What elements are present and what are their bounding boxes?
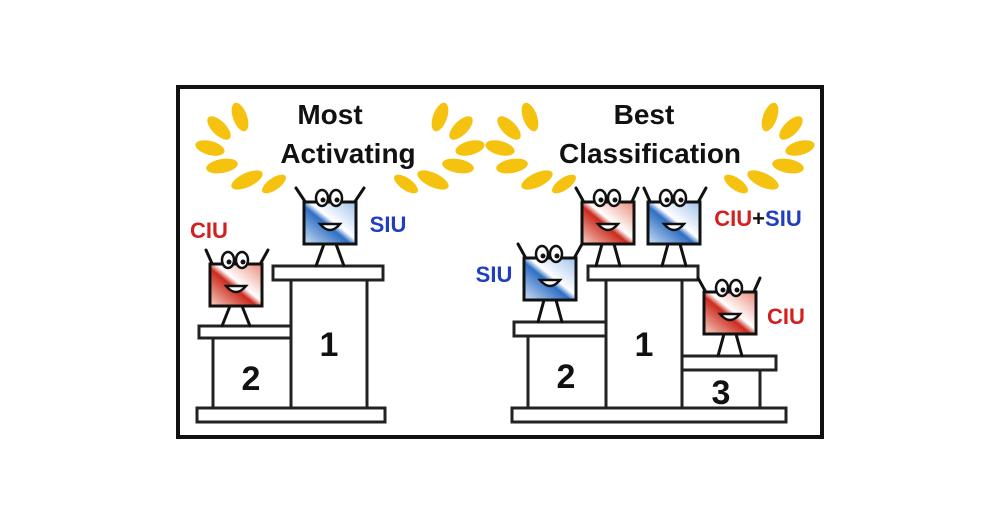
- rank-2-label: 2: [242, 360, 261, 398]
- laurel-icon: [485, 102, 576, 194]
- mascot-icon: [574, 186, 640, 268]
- winner-label-part: CIU: [714, 206, 752, 231]
- panel-title-line-2: Classification: [559, 138, 741, 169]
- panel-best-classification: Best Classification 1 2 3: [476, 99, 815, 424]
- rank-1-label: 1: [320, 326, 339, 364]
- rank-2-label: 2: [557, 358, 576, 396]
- winner-label-siu: SIU: [370, 212, 407, 237]
- panel-most-activating: Most Activating 1 2 SIU: [190, 99, 485, 424]
- winner-label-siu: SIU: [476, 262, 513, 287]
- panel-title-line-1: Most: [297, 99, 362, 130]
- podium: [195, 264, 387, 424]
- winner-label-part: SIU: [765, 206, 802, 231]
- mascot-icon: [696, 276, 762, 358]
- winner-label-ciu-siu: CIU+SIU: [714, 206, 801, 231]
- rank-1-label: 1: [635, 326, 654, 364]
- laurel-icon: [394, 102, 485, 194]
- laurel-icon: [724, 102, 815, 194]
- mascot-icon: [204, 248, 270, 328]
- winner-label-ciu: CIU: [190, 218, 228, 243]
- podium: [510, 264, 788, 424]
- laurel-icon: [195, 102, 286, 194]
- mascot-icon: [516, 242, 584, 324]
- winner-label-ciu: CIU: [767, 304, 805, 329]
- rank-3-label: 3: [712, 374, 731, 412]
- panel-title-line-1: Best: [614, 99, 675, 130]
- panel-title-line-2: Activating: [280, 138, 415, 169]
- mascot-icon: [294, 186, 366, 268]
- winner-label-part: +: [752, 206, 765, 231]
- mascot-icon: [642, 186, 708, 268]
